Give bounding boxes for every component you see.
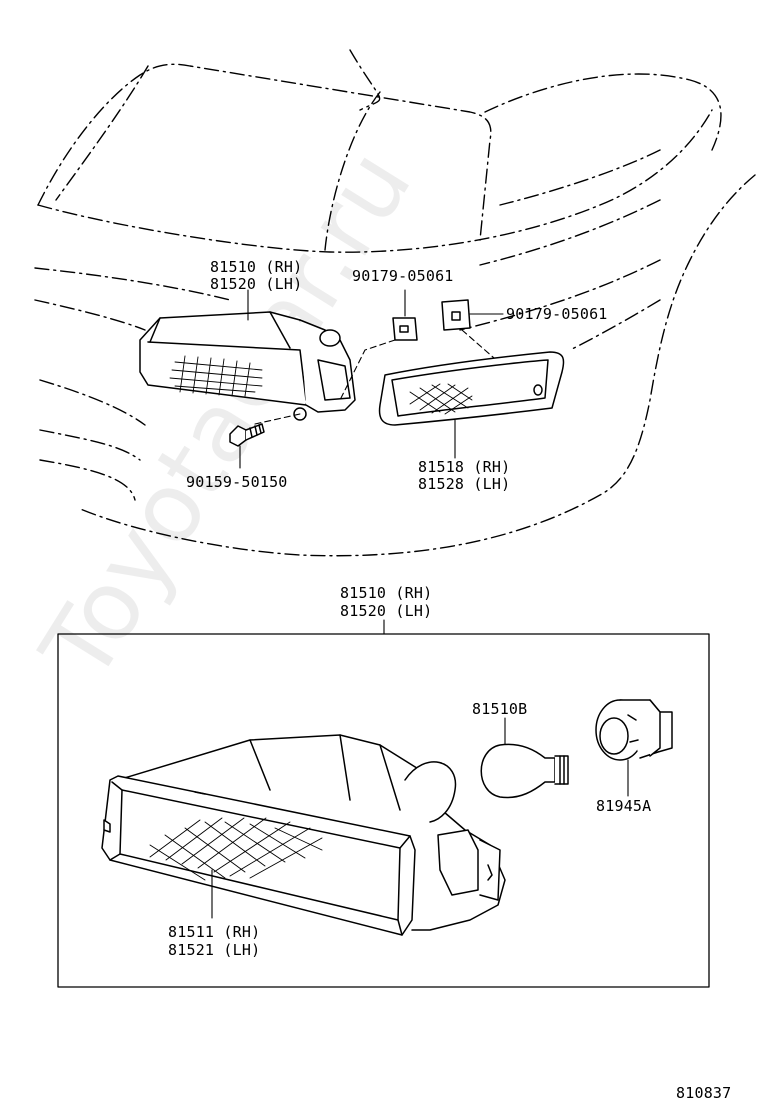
top-lamp-grid — [169, 355, 263, 397]
label-side-lens-lh: 81528 (LH) — [418, 475, 511, 493]
label-top-assembly-rh: 81510 (RH) — [210, 258, 303, 276]
label-lens-rh: 81511 (RH) — [168, 923, 261, 941]
label-detail-assembly-lh: 81520 (LH) — [340, 602, 433, 620]
side-lens-part — [378, 351, 565, 426]
nut-left-dash — [339, 339, 396, 401]
detail-lens-grid — [149, 817, 323, 881]
label-screw: 90159-50150 — [186, 473, 288, 491]
clip-nut-left — [392, 317, 418, 341]
side-lens-grid — [409, 383, 473, 415]
label-socket: 81945A — [596, 797, 652, 815]
figure-number: 810837 — [676, 1084, 732, 1102]
socket-part — [595, 699, 673, 761]
label-side-lens-rh: 81518 (RH) — [418, 458, 511, 476]
bulb-part — [480, 743, 569, 799]
label-bulb: 81510B — [472, 700, 528, 718]
detail-lens — [101, 775, 416, 936]
label-nut-right: 90179-05061 — [506, 305, 608, 323]
car-body-outline — [34, 49, 756, 557]
label-nut-left: 90179-05061 — [352, 267, 454, 285]
label-lens-lh: 81521 (LH) — [168, 941, 261, 959]
clip-nut-right — [441, 299, 471, 331]
screw-leader — [254, 413, 301, 425]
label-detail-assembly-rh: 81510 (RH) — [340, 584, 433, 602]
top-lamp-assembly — [139, 311, 356, 421]
screw-part — [229, 423, 265, 447]
label-top-assembly-lh: 81520 (LH) — [210, 275, 303, 293]
